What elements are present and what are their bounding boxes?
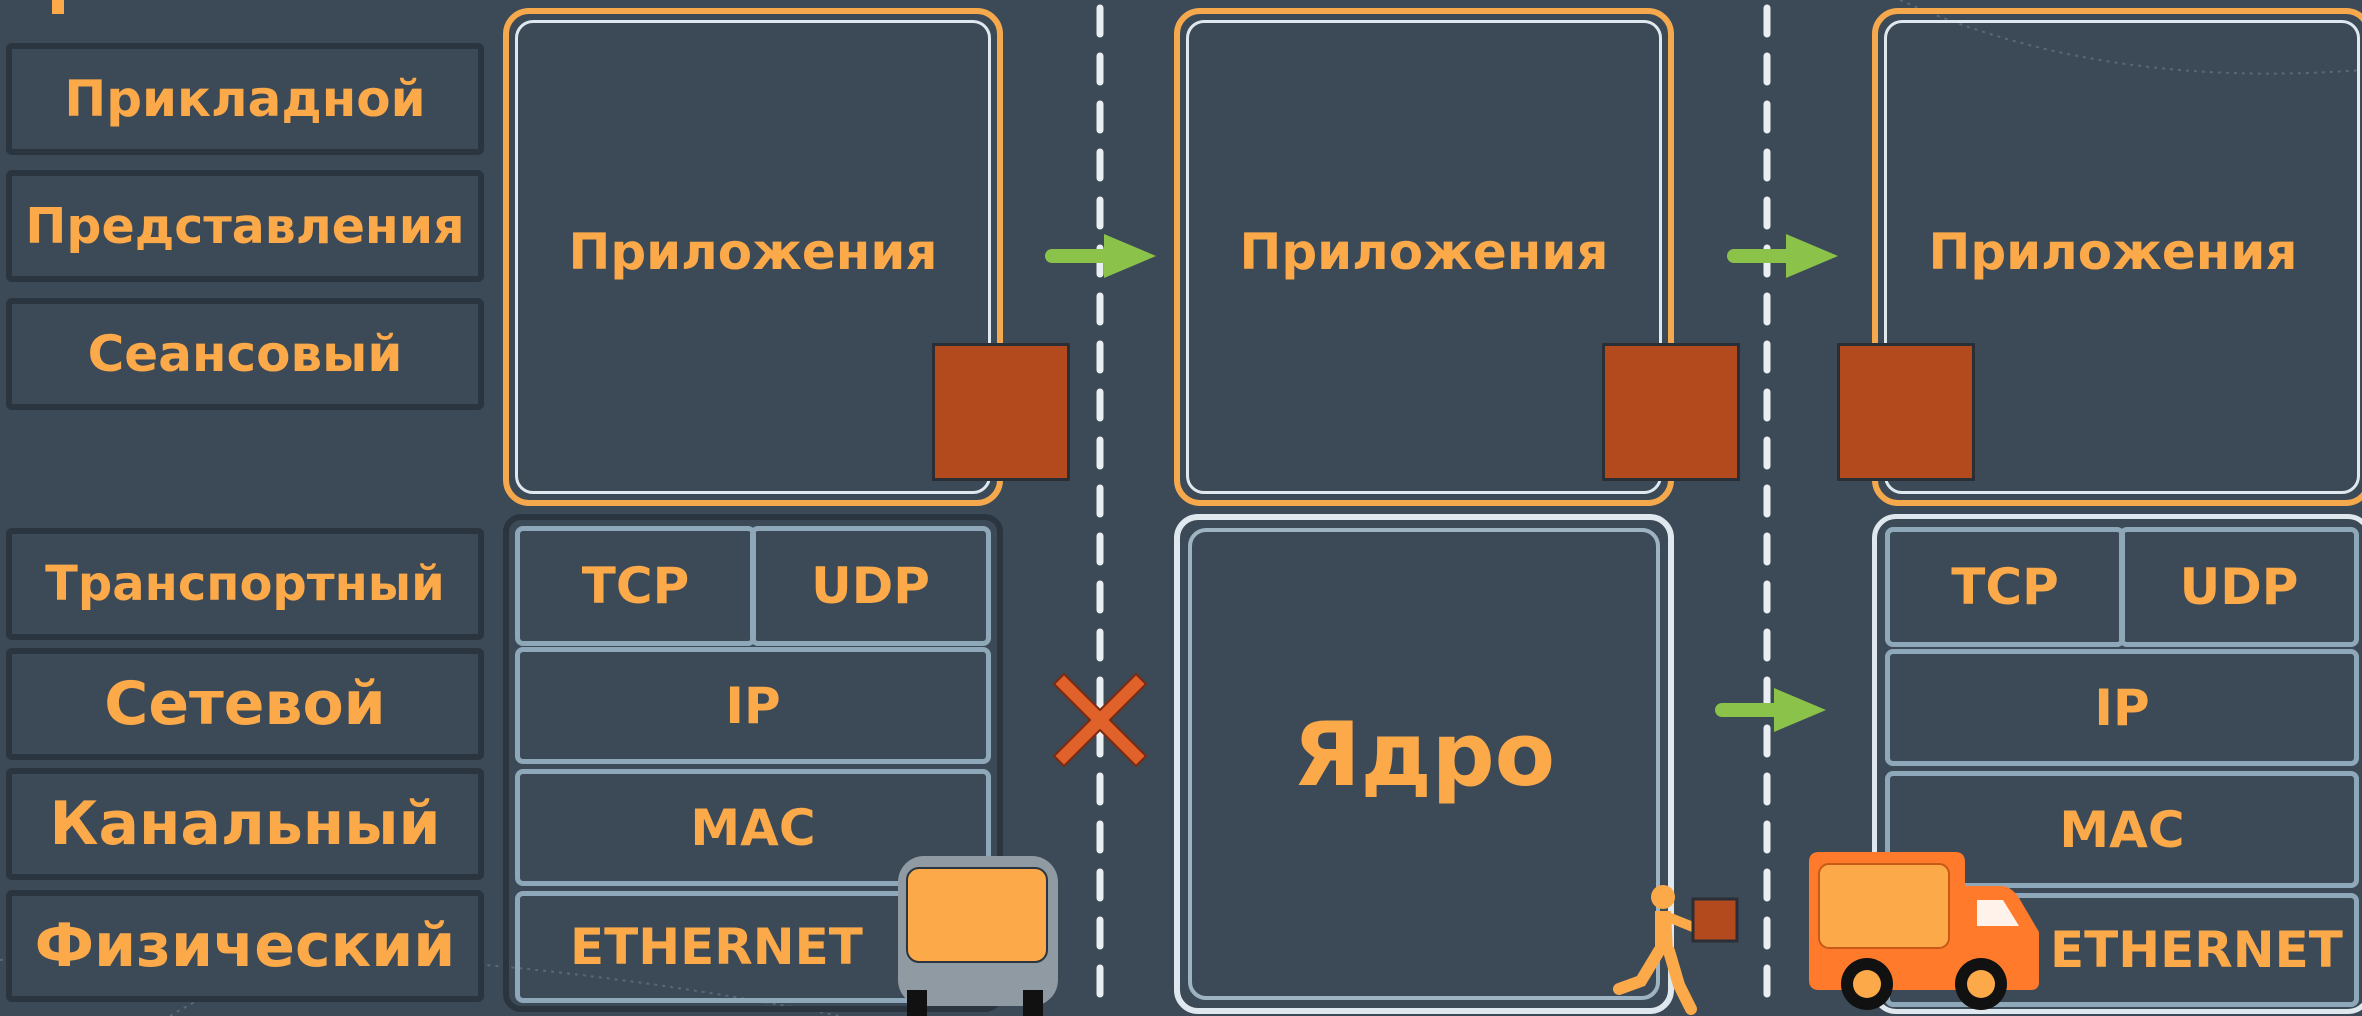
- right-ip-cell: IP: [1885, 649, 2359, 766]
- blocked-x-icon: [1053, 673, 1147, 767]
- right-udp-cell: UDP: [2119, 527, 2359, 647]
- osi-layer-presentation: Представления: [6, 170, 484, 282]
- right-app-frame: Приложения: [1872, 8, 2362, 506]
- right-mac-cell: MAC: [1885, 771, 2359, 888]
- right-socket-packet: [1837, 343, 1975, 481]
- osi-layer-datalink: Канальный: [6, 768, 484, 880]
- arrow-right-icon: [1045, 234, 1156, 278]
- left-app-box: Приложения: [515, 20, 991, 494]
- middle-kernel-box: Ядро: [1188, 528, 1660, 1000]
- left-app-label: Приложения: [568, 223, 938, 281]
- left-mac-cell: MAC: [515, 769, 991, 886]
- middle-app-box: Приложения: [1186, 20, 1662, 494]
- courier-icon: [1613, 885, 1739, 1015]
- left-app-frame: Приложения: [503, 8, 1003, 506]
- left-udp-cell: UDP: [750, 526, 991, 646]
- left-network-stack: TCP UDP IP MAC ETHERNET: [503, 514, 1003, 1012]
- osi-layer-physical: Физический: [6, 890, 484, 1002]
- truck-icon: [1809, 852, 2039, 1010]
- right-app-label: Приложения: [1928, 223, 2298, 281]
- osi-layer-network: Сетевой: [6, 648, 484, 760]
- osi-layer-session: Сеансовый: [6, 298, 484, 410]
- bus-icon: [898, 856, 1058, 1016]
- right-tcp-cell: TCP: [1885, 527, 2125, 647]
- arrow-right-icon: [1727, 234, 1838, 278]
- left-tcp-cell: TCP: [515, 526, 756, 646]
- box-icon: [1691, 897, 1739, 943]
- separator-line-left: [1096, 4, 1104, 1016]
- osi-layer-transport: Транспортный: [6, 528, 484, 640]
- middle-kernel-frame: Ядро: [1174, 514, 1674, 1014]
- middle-socket-packet: [1602, 343, 1740, 481]
- right-app-box: Приложения: [1884, 20, 2360, 494]
- kernel-label: Ядро: [1292, 702, 1556, 806]
- middle-app-label: Приложения: [1239, 223, 1609, 281]
- middle-app-frame: Приложения: [1174, 8, 1674, 506]
- arrow-right-icon: [1715, 688, 1826, 732]
- osi-layer-application: Прикладной: [6, 43, 484, 155]
- left-socket-packet: [932, 343, 1070, 481]
- left-ethernet-cell: ETHERNET: [515, 891, 991, 1003]
- left-ip-cell: IP: [515, 647, 991, 764]
- corner-mark: [52, 0, 64, 14]
- right-network-stack: TCP UDP IP MAC ETHERNET: [1872, 514, 2362, 1014]
- separator-line-right: [1763, 4, 1771, 1016]
